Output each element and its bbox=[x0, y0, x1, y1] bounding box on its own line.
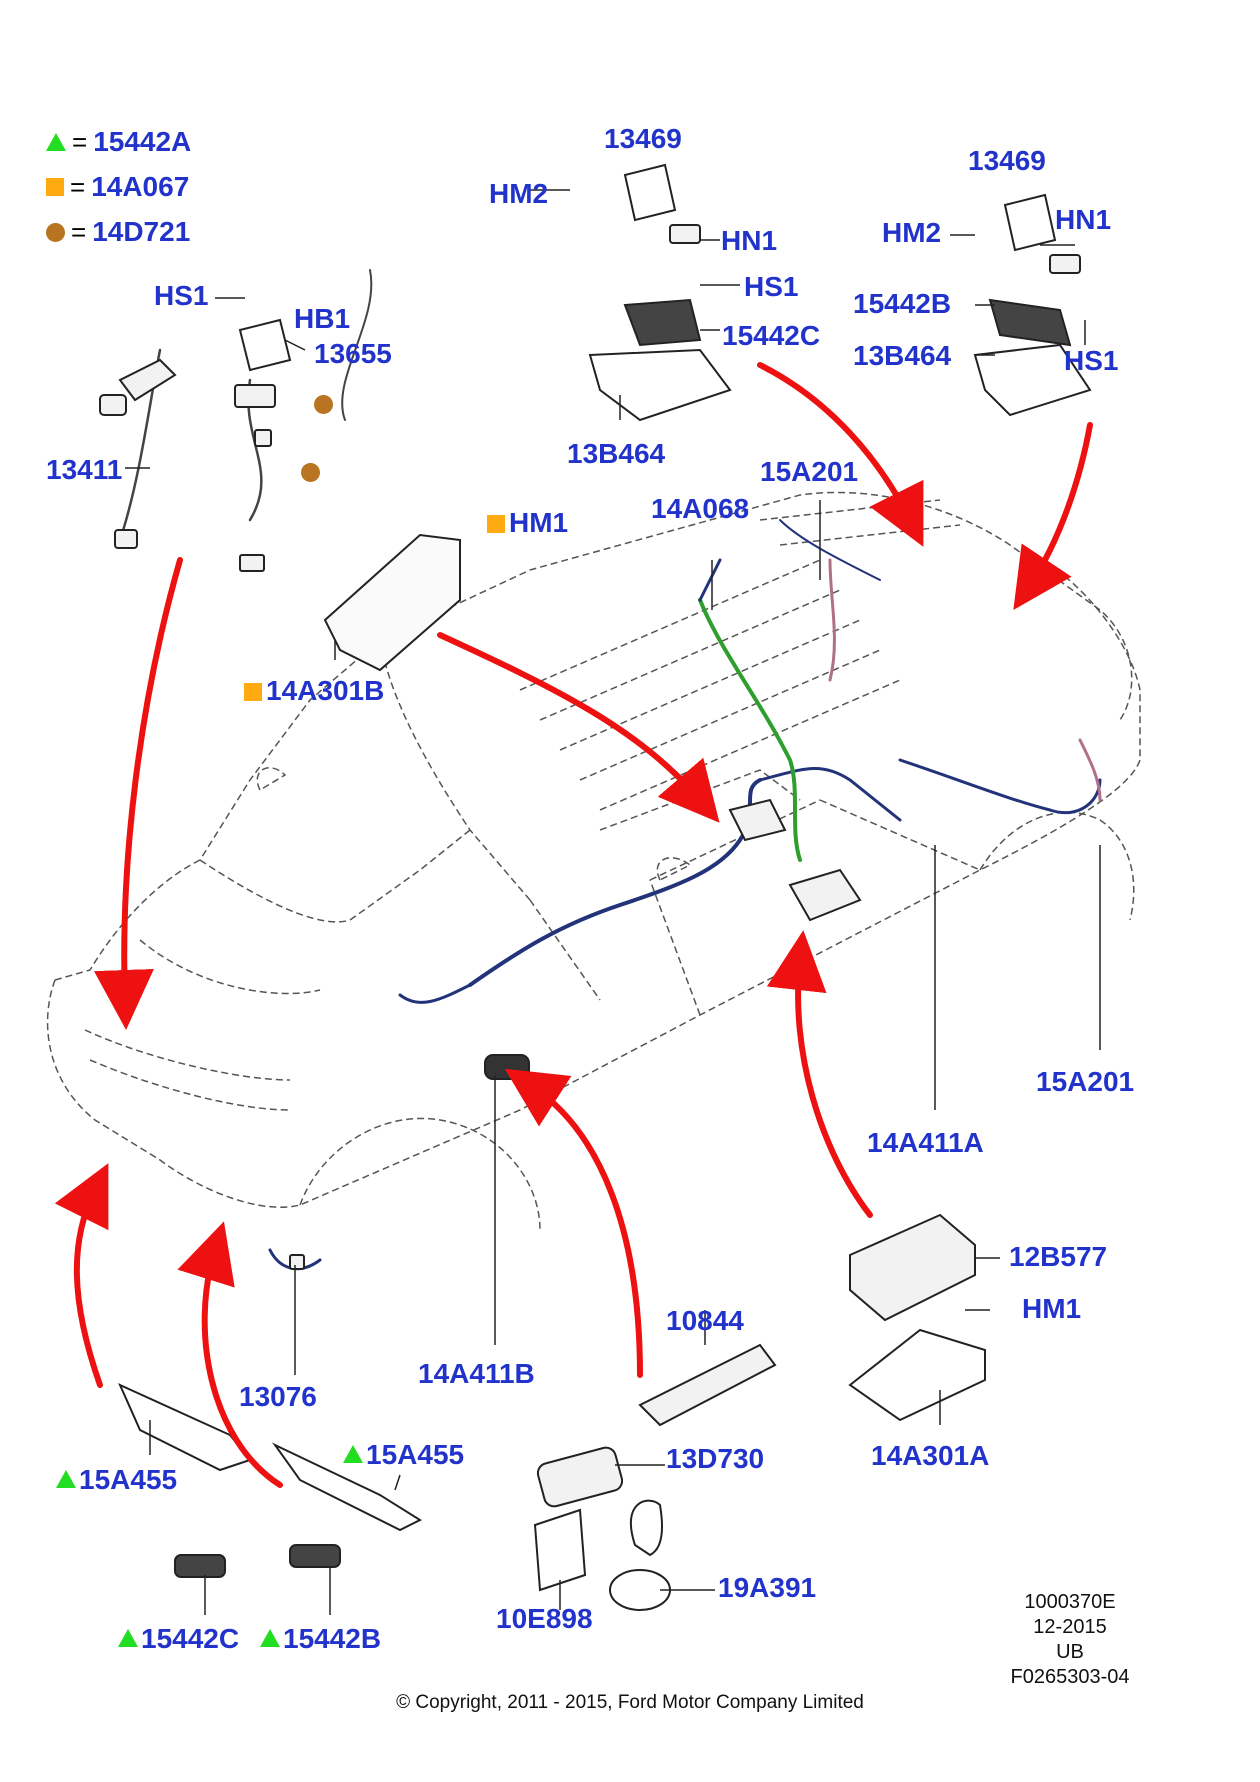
legend-equals: = bbox=[71, 217, 87, 247]
location-arrows bbox=[54, 362, 1093, 1488]
drawing-date: 12-2015 bbox=[1033, 1616, 1107, 1638]
brown-dot-icon bbox=[314, 395, 333, 414]
legend-equals: = bbox=[72, 127, 88, 157]
green-triangle-icon bbox=[56, 1470, 76, 1488]
part-label: 14A068 bbox=[651, 493, 750, 524]
part-label: 12B577 bbox=[1009, 1241, 1108, 1272]
legend-code: 14D721 bbox=[92, 216, 191, 247]
part-label: 15442C bbox=[118, 1625, 239, 1653]
legend-row-triangle: = 15442A bbox=[46, 128, 191, 156]
part-label: 15442B bbox=[853, 288, 952, 319]
drawing-region: UB bbox=[1056, 1641, 1084, 1663]
part-label: 10E898 bbox=[496, 1603, 593, 1634]
part-label: HS1 bbox=[1064, 345, 1119, 376]
part-label: 14A301A bbox=[871, 1440, 990, 1471]
part-label: HM1 bbox=[1022, 1293, 1082, 1324]
part-label: 13411 bbox=[46, 454, 123, 485]
drawing-info: 1000370E 12-2015 UB F0265303-04 bbox=[990, 1590, 1150, 1690]
green-triangle-icon bbox=[260, 1629, 280, 1647]
green-triangle-icon bbox=[343, 1445, 363, 1463]
part-label: HM2 bbox=[882, 217, 942, 248]
copyright-notice: © Copyright, 2011 - 2015, Ford Motor Com… bbox=[396, 1692, 864, 1713]
part-label: HN1 bbox=[721, 225, 778, 256]
green-triangle-icon bbox=[118, 1629, 138, 1647]
part-label: 15A455 bbox=[343, 1441, 464, 1469]
part-label: 14A411B bbox=[418, 1358, 535, 1389]
part-label: HM2 bbox=[489, 178, 549, 209]
harness-14a411 bbox=[118, 269, 1102, 1271]
part-label: 10844 bbox=[666, 1305, 744, 1336]
part-label: 13655 bbox=[314, 338, 392, 369]
part-code: HM1 bbox=[509, 507, 569, 538]
legend-row-square: = 14A067 bbox=[46, 173, 189, 201]
legend-code: 15442A bbox=[93, 126, 192, 157]
part-label: 14A301B bbox=[244, 677, 384, 705]
drawing-ref: 1000370E bbox=[1024, 1591, 1116, 1613]
part-code: 15442C bbox=[141, 1623, 240, 1654]
part-label: HS1 bbox=[154, 280, 209, 311]
part-label: 13D730 bbox=[666, 1443, 765, 1474]
part-label: 15A201 bbox=[1036, 1066, 1135, 1097]
orange-square-icon bbox=[487, 515, 505, 533]
component-shapes bbox=[99, 163, 1092, 1611]
vehicle-outline bbox=[46, 491, 1141, 1231]
part-label: HB1 bbox=[294, 303, 351, 334]
part-label: HM1 bbox=[487, 509, 568, 537]
green-triangle-icon bbox=[46, 133, 66, 151]
orange-square-icon bbox=[244, 683, 262, 701]
part-label: 13469 bbox=[604, 123, 682, 154]
leader-lines bbox=[125, 189, 1101, 1615]
legend-code: 14A067 bbox=[91, 171, 190, 202]
orange-square-icon bbox=[46, 178, 64, 196]
brown-dot-icon bbox=[301, 463, 320, 482]
part-label: 13469 bbox=[968, 145, 1046, 176]
legend-equals: = bbox=[70, 172, 86, 202]
part-label: 15442B bbox=[260, 1625, 381, 1653]
part-label: 13B464 bbox=[567, 438, 666, 469]
part-code: 15442B bbox=[283, 1623, 382, 1654]
part-label: 13B464 bbox=[853, 340, 952, 371]
brown-dot-icon bbox=[46, 222, 65, 242]
part-code: 14A301B bbox=[266, 675, 385, 706]
part-label: 14A411A bbox=[867, 1127, 984, 1158]
part-label: 13076 bbox=[239, 1381, 317, 1412]
part-label: 15A201 bbox=[760, 456, 859, 487]
legend-row-dot: = 14D721 bbox=[46, 218, 190, 246]
figure-number: F0265303-04 bbox=[1010, 1666, 1130, 1688]
part-label: 15442C bbox=[722, 320, 821, 351]
part-code: 15A455 bbox=[366, 1439, 465, 1470]
part-label: 19A391 bbox=[718, 1572, 817, 1603]
part-label: HN1 bbox=[1055, 204, 1112, 235]
part-code: 15A455 bbox=[79, 1464, 178, 1495]
part-label: 15A455 bbox=[56, 1466, 177, 1494]
part-label: HS1 bbox=[744, 271, 799, 302]
